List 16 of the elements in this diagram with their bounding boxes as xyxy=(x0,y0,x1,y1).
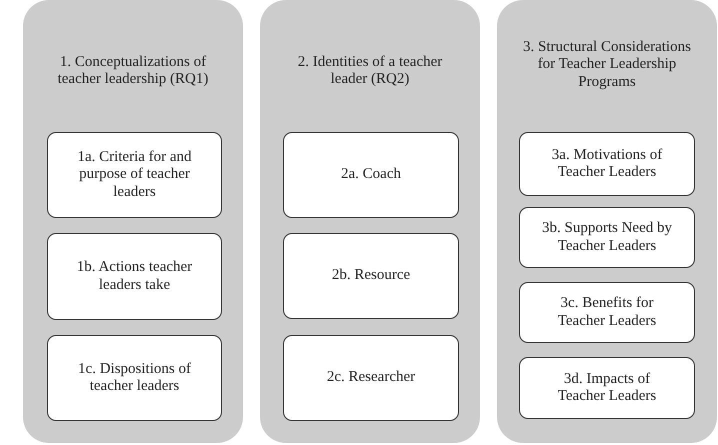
subtheme-box: 1a. Criteria for and purpose of teacher leaders xyxy=(47,132,222,218)
subtheme-box: 3a. Motivations of Teacher Leaders xyxy=(519,132,695,196)
panel-heading: 3. Structural Considerations for Teacher Leadership Programs xyxy=(522,38,692,92)
subtheme-box: 2c. Researcher xyxy=(283,335,459,421)
category-panel xyxy=(260,0,480,443)
subtheme-box: 2b. Resource xyxy=(283,233,459,319)
subtheme-box: 3b. Supports Need by Teacher Leaders xyxy=(519,207,695,268)
subtheme-box: 1b. Actions teacher leaders take xyxy=(47,233,222,320)
subtheme-box: 2a. Coach xyxy=(283,132,459,218)
panel-heading: 2. Identities of a teacher leader (RQ2) xyxy=(296,54,444,88)
panel-heading: 1. Conceptualizations of teacher leadership (RQ1) xyxy=(56,54,210,88)
subtheme-box: 3c. Benefits for Teacher Leaders xyxy=(519,282,695,343)
category-panel xyxy=(23,0,243,443)
category-panel xyxy=(497,0,717,443)
subtheme-box: 1c. Dispositions of teacher leaders xyxy=(47,335,222,421)
subtheme-box: 3d. Impacts of Teacher Leaders xyxy=(519,357,695,419)
